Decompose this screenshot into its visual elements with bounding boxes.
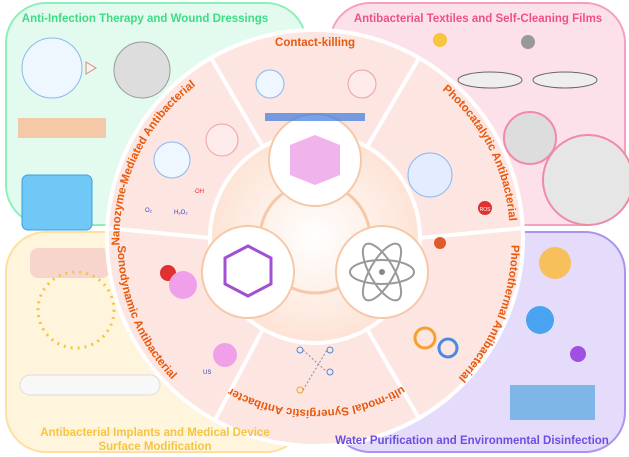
nanozyme-illustration: H₂O₂ ·OH O₂ [145, 123, 239, 216]
panel-title-textiles: Antibacterial Textiles and Self-Cleaning… [354, 13, 602, 25]
bacteria-particle-icon [526, 306, 554, 334]
2d-framework-icon [201, 225, 295, 319]
textile-weave-icon [542, 134, 629, 226]
coating-detail-icon [36, 270, 116, 350]
hydrogel-dressing-icon [21, 174, 93, 231]
panel-title-implants-line2: Surface Modification [98, 441, 211, 453]
film-disc-icon [457, 71, 523, 89]
pollutant-particle-icon [539, 247, 571, 279]
self-cleaned-film-icon [532, 71, 598, 89]
skin-layer-icon [18, 118, 106, 138]
panel-title-anti-infection: Anti-Infection Therapy and Wound Dressin… [22, 13, 268, 25]
ros-badge: ROS [480, 207, 492, 213]
segment-contact-killing: Contact-killing [275, 37, 355, 49]
us-label: US [203, 370, 211, 376]
dental-implant-icon [30, 248, 110, 278]
bone-implant-icon [19, 374, 161, 396]
photothermal-illustration [413, 237, 459, 359]
textile-fiber-icon [503, 111, 557, 165]
photocatalytic-illustration: ROS [407, 152, 492, 215]
stain-particle-icon [433, 33, 447, 47]
dead-bacteria-icon [113, 41, 171, 99]
panel-title-implants-line1: Antibacterial Implants and Medical Devic… [40, 427, 269, 439]
filter-membrane-icon [510, 385, 595, 420]
panel-title-water: Water Purification and Environmental Dis… [335, 435, 609, 447]
o2-label: O₂ [145, 208, 153, 214]
mechanism-wheel [105, 28, 525, 448]
virus-particle-icon [570, 346, 586, 362]
oh-label: ·OH [193, 189, 204, 195]
multimodal-illustration [296, 346, 334, 394]
h2o2-label: H₂O₂ [174, 210, 188, 216]
arrow-icon [85, 61, 97, 75]
bacteria-colony-icon [21, 37, 83, 99]
sonodynamic-illustration: US [160, 265, 237, 376]
degraded-particle-icon [521, 35, 535, 49]
contact-killing-illustration [255, 69, 377, 121]
